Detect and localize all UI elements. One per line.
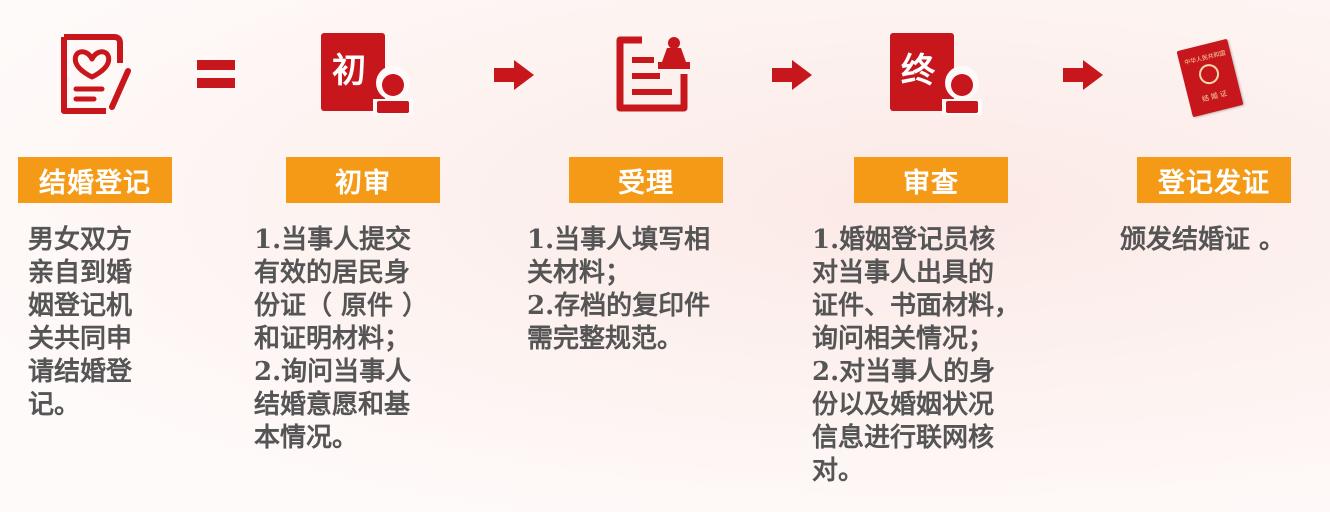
step-desc-acceptance: 1.当事人填写相 关材料； 2.存档的复印件 需完整规范。 <box>527 225 711 354</box>
step-desc-examination: 1.婚姻登记员核 对当事人出具的 证件、书面材料， 询问相关情况； 2.对当事人… <box>812 225 1021 486</box>
step-desc-certificate-issuance: 颁发结婚证 。 <box>1120 225 1286 255</box>
marriage-document-icon <box>61 34 131 114</box>
step-label-certificate-issuance: 登记发证 <box>1137 157 1291 203</box>
stamp-char: 初 <box>332 51 366 91</box>
arrow-right-icon <box>494 60 534 90</box>
form-acceptance-icon <box>616 36 690 112</box>
step-label-initial-review: 初审 <box>286 157 440 203</box>
step-label-acceptance: 受理 <box>569 157 723 203</box>
arrow-right-icon <box>1063 60 1103 90</box>
step-desc-registration: 男女双方 亲自到婚 姻登记机 关共同申 请结婚登 记。 <box>28 225 133 420</box>
step-label-registration: 结婚登记 <box>18 157 172 203</box>
marriage-certificate-icon: 中华人民共和国 结 婚 证 <box>1172 38 1256 122</box>
certificate-title: 结 婚 证 <box>1201 89 1228 104</box>
arrow-right-icon <box>772 60 812 90</box>
stamp-char: 终 <box>901 51 935 91</box>
national-emblem-icon <box>1196 61 1222 87</box>
final-review-stamp-icon: 终 <box>890 33 982 117</box>
equals-icon <box>197 60 235 88</box>
step-label-examination: 审查 <box>854 157 1008 203</box>
initial-review-stamp-icon: 初 <box>321 33 413 117</box>
step-desc-initial-review: 1.当事人提交 有效的居民身 份证（ 原件 ） 和证明材料； 2.询问当事人 结… <box>254 225 429 453</box>
